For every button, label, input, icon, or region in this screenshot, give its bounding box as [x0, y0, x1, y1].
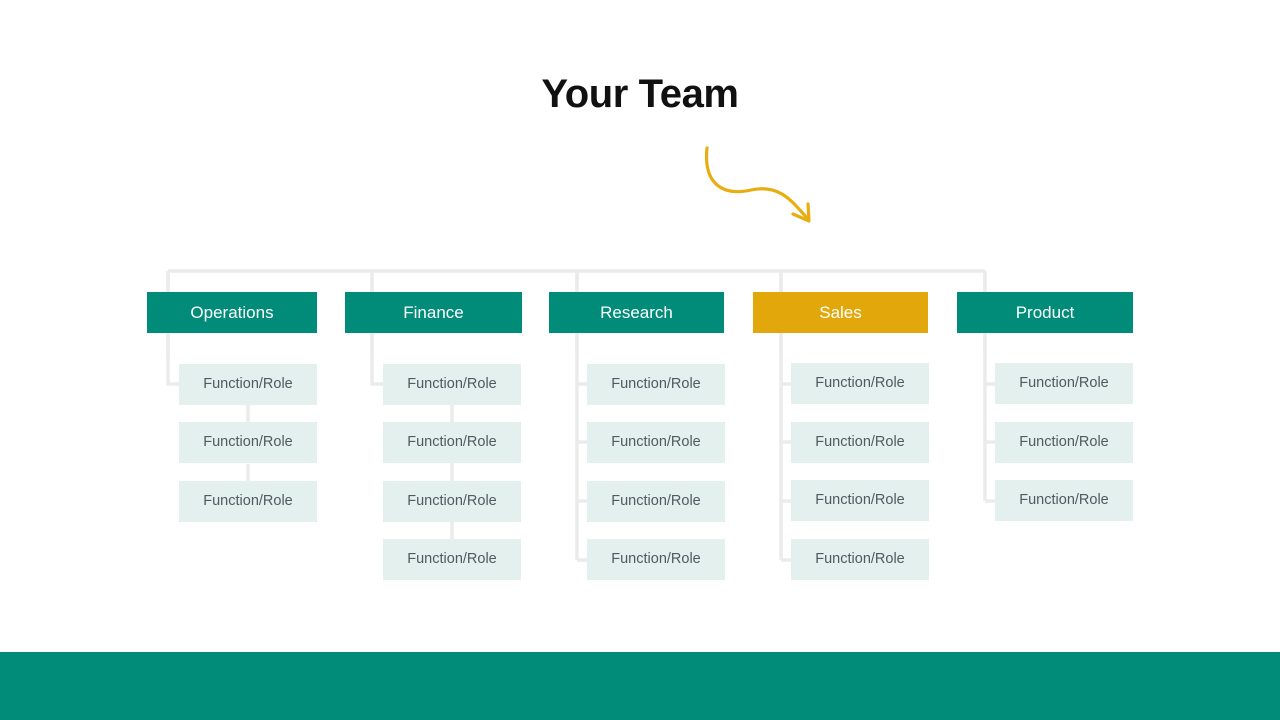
role-box[interactable]: Function/Role [587, 481, 725, 522]
org-chart: Operations Function/Role Function/Role F… [147, 269, 1133, 580]
role-box[interactable]: Function/Role [791, 422, 929, 463]
curved-arrow-down-right-icon [704, 146, 811, 223]
footer-band [0, 652, 1280, 720]
role-box[interactable]: Function/Role [995, 480, 1133, 521]
role-box[interactable]: Function/Role [383, 481, 521, 522]
dept-header-operations[interactable]: Operations [147, 292, 317, 333]
role-box[interactable]: Function/Role [179, 364, 317, 405]
role-box[interactable]: Function/Role [791, 539, 929, 580]
dept-header-finance[interactable]: Finance [345, 292, 522, 333]
role-box[interactable]: Function/Role [383, 539, 521, 580]
role-box[interactable]: Function/Role [995, 363, 1133, 404]
role-box[interactable]: Function/Role [587, 539, 725, 580]
role-box[interactable]: Function/Role [587, 364, 725, 405]
role-box[interactable]: Function/Role [383, 422, 521, 463]
role-box[interactable]: Function/Role [791, 363, 929, 404]
dept-header-product[interactable]: Product [957, 292, 1133, 333]
role-box[interactable]: Function/Role [791, 480, 929, 521]
dept-header-research[interactable]: Research [549, 292, 724, 333]
role-box[interactable]: Function/Role [383, 364, 521, 405]
role-box[interactable]: Function/Role [587, 422, 725, 463]
role-box[interactable]: Function/Role [179, 481, 317, 522]
page-title: Your Team [541, 72, 739, 116]
role-box[interactable]: Function/Role [995, 422, 1133, 463]
role-box[interactable]: Function/Role [179, 422, 317, 463]
dept-header-sales[interactable]: Sales [753, 292, 928, 333]
